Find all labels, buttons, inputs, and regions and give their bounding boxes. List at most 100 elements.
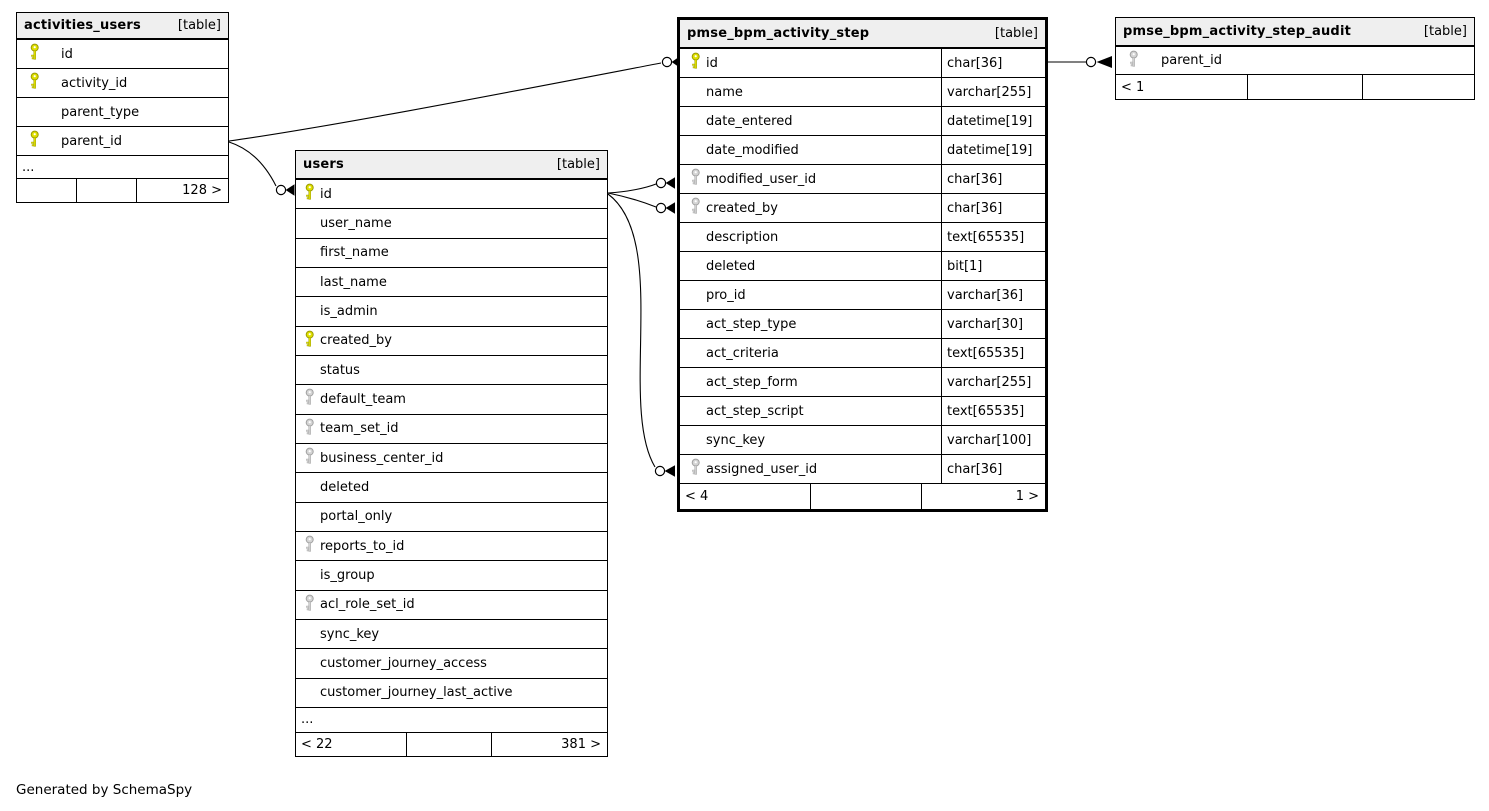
table-footer: < 1 — [1116, 74, 1474, 99]
column-name-cell: is_group — [296, 561, 607, 589]
table-header[interactable]: users[table] — [296, 151, 607, 179]
column-row: last_name — [296, 266, 607, 297]
foreign-key-icon — [304, 535, 315, 557]
column-row: business_center_id — [296, 442, 607, 473]
primary-key-icon — [29, 130, 40, 152]
footer-children-count: < 1 — [1121, 79, 1145, 95]
relationship-line — [607, 183, 657, 194]
column-name: deleted — [706, 258, 756, 274]
primary-key-icon — [690, 52, 701, 74]
column-name: act_step_script — [706, 403, 804, 419]
column-name: name — [706, 84, 743, 100]
collapsed-columns-ellipsis: ... — [296, 706, 607, 732]
column-name: business_center_id — [320, 450, 444, 466]
column-name-cell: deleted — [296, 473, 607, 501]
column-name-cell: assigned_user_id — [680, 455, 941, 483]
column-row: deleted bit[1] — [680, 251, 1045, 280]
column-type: datetime[19] — [941, 107, 1045, 135]
column-name-cell: pro_id — [680, 281, 941, 309]
column-row: is_admin — [296, 296, 607, 326]
column-name: is_admin — [320, 303, 378, 319]
footer-children-count: < 4 — [685, 489, 709, 504]
column-name: customer_journey_access — [320, 655, 487, 671]
column-name-cell: parent_id — [17, 127, 228, 155]
column-name-cell: description — [680, 223, 941, 251]
column-name-cell: date_modified — [680, 136, 941, 164]
column-type: bit[1] — [941, 252, 1045, 280]
column-name: pro_id — [706, 287, 746, 303]
column-row: pro_id varchar[36] — [680, 280, 1045, 309]
table-title: activities_users — [24, 18, 141, 33]
column-row: customer_journey_last_active — [296, 677, 607, 707]
column-row: act_step_script text[65535] — [680, 396, 1045, 425]
crowsfoot-marker — [275, 184, 295, 196]
column-row: reports_to_id — [296, 530, 607, 561]
foreign-key-icon — [690, 197, 701, 219]
primary-key-icon — [304, 183, 315, 205]
column-type: varchar[36] — [941, 281, 1045, 309]
column-name-cell: modified_user_id — [680, 165, 941, 193]
column-name: created_by — [320, 333, 392, 349]
column-name: last_name — [320, 274, 387, 290]
column-name-cell: business_center_id — [296, 444, 607, 472]
column-name-cell: status — [296, 356, 607, 384]
table-type-badge: [table] — [177, 18, 221, 33]
foreign-key-icon — [690, 458, 701, 480]
column-type: text[65535] — [941, 223, 1045, 251]
table-header[interactable]: activities_users [table] — [17, 13, 228, 39]
column-name: id — [320, 186, 332, 202]
footer-cell — [1247, 75, 1362, 99]
footer-parents-count: 1 > — [921, 484, 1045, 509]
table-footer: 128 > — [17, 178, 228, 202]
column-name-cell: name — [680, 78, 941, 106]
column-name: created_by — [706, 200, 778, 216]
table-title: pmse_bpm_activity_step_audit — [1123, 24, 1352, 39]
table-header[interactable]: pmse_bpm_activity_step_audit[table] — [1116, 18, 1474, 46]
column-type: text[65535] — [941, 397, 1045, 425]
table-pmse_bpm_activity_step_audit[interactable]: pmse_bpm_activity_step_audit[table]paren… — [1115, 17, 1475, 100]
footer-cell — [406, 732, 491, 756]
column-name-cell: activity_id — [17, 69, 228, 97]
column-name: parent_id — [1161, 53, 1222, 68]
column-row: deleted — [296, 472, 607, 502]
column-name: assigned_user_id — [706, 461, 818, 477]
column-row: first_name — [296, 237, 607, 267]
foreign-key-icon — [304, 447, 315, 469]
column-name-cell: user_name — [296, 209, 607, 237]
column-type: text[65535] — [941, 339, 1045, 367]
column-row: default_team — [296, 384, 607, 414]
foreign-key-icon — [304, 594, 315, 615]
column-name: is_group — [320, 567, 375, 583]
column-row: activity_id — [17, 68, 228, 97]
column-row: created_by — [296, 325, 607, 355]
column-type: varchar[30] — [941, 310, 1045, 338]
crowsfoot-marker — [1085, 56, 1112, 68]
footer-parents-count: 128 > — [136, 179, 228, 202]
column-name-cell: date_entered — [680, 107, 941, 135]
table-header[interactable]: pmse_bpm_activity_step[table] — [680, 20, 1045, 48]
column-name-cell: id — [296, 180, 607, 208]
foreign-key-icon — [304, 418, 315, 439]
collapsed-columns-ellipsis: ... — [17, 155, 228, 178]
column-row: portal_only — [296, 501, 607, 531]
column-name: parent_id — [61, 133, 122, 149]
column-name: deleted — [320, 479, 370, 495]
primary-key-icon — [29, 72, 40, 94]
table-type-badge: [table] — [994, 26, 1038, 41]
primary-key-icon — [304, 330, 315, 351]
column-name-cell: is_admin — [296, 297, 607, 325]
column-type: char[36] — [941, 194, 1045, 222]
table-footer: < 4 1 > — [680, 483, 1045, 509]
column-name: id — [706, 55, 718, 71]
